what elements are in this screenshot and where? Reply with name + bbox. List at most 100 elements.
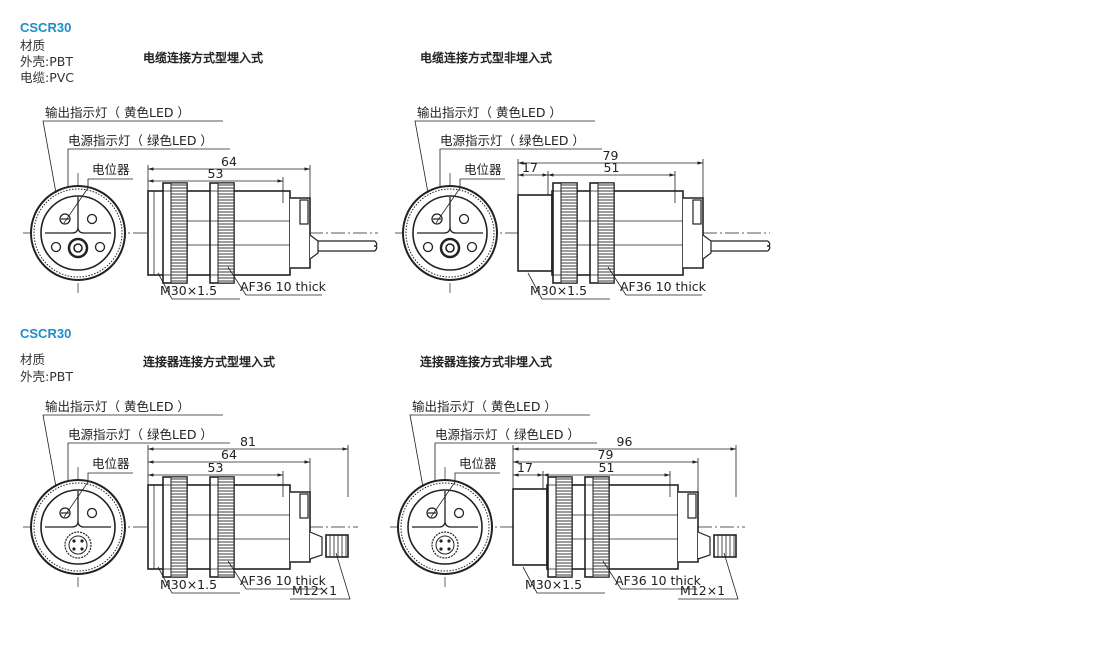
dimension-value: 17 xyxy=(522,160,538,175)
dimension-value: 53 xyxy=(208,460,224,475)
nut-callout: AF36 10 thick xyxy=(615,573,702,588)
indicator-window xyxy=(687,493,697,519)
section-2-model-title: CSCR30 xyxy=(20,326,71,341)
output-led-label: 输出指示灯（ 黄色LED ） xyxy=(412,399,557,414)
face-divider xyxy=(417,197,483,234)
nut-leader xyxy=(602,560,697,590)
output-led-label: 输出指示灯（ 黄色LED ） xyxy=(45,399,190,414)
output-led-leader xyxy=(409,414,590,488)
indicator-window xyxy=(299,199,309,225)
power-led-leader xyxy=(434,442,597,482)
non-embedded-head xyxy=(517,194,553,272)
connector-pin-icon xyxy=(80,539,84,543)
power-led-label: 电源指示灯（ 绿色LED ） xyxy=(68,133,213,148)
cable-break xyxy=(373,240,378,252)
power-led-icon xyxy=(86,213,98,225)
power-led-icon xyxy=(86,507,98,519)
potentiometer-label: 电位器 xyxy=(92,162,130,177)
cable-boot xyxy=(309,234,319,260)
face-thread-ring xyxy=(33,482,123,572)
dimension-value: 51 xyxy=(599,460,615,475)
dimension-value: 51 xyxy=(604,160,620,175)
thread-leader xyxy=(157,272,240,300)
non-embedded-head xyxy=(512,488,548,566)
connector-pin-icon xyxy=(439,539,443,543)
indicator-window xyxy=(299,493,309,519)
nut-leader xyxy=(227,560,322,590)
cable-gland-inner xyxy=(73,243,83,253)
connector-pin-icon xyxy=(72,539,76,543)
dimension-value: 17 xyxy=(517,460,533,475)
cable xyxy=(318,240,375,252)
connector-pin-icon xyxy=(80,547,84,551)
power-led-leader xyxy=(439,148,602,188)
power-led-label: 电源指示灯（ 绿色LED ） xyxy=(440,133,585,148)
connector-pin-icon xyxy=(72,547,76,551)
connector-pin-icon xyxy=(447,547,451,551)
potentiometer-leader xyxy=(63,178,133,224)
nut-callout: AF36 10 thick xyxy=(620,279,707,294)
face-divider xyxy=(45,491,111,528)
panel-2-heading: 电缆连接方式型非埋入式 xyxy=(420,50,552,65)
panel-1-heading: 电缆连接方式型埋入式 xyxy=(143,50,263,65)
output-led-icon xyxy=(422,241,434,253)
power-led-label: 电源指示灯（ 绿色LED ） xyxy=(68,427,213,442)
thread-callout: M30×1.5 xyxy=(530,283,587,298)
thread-callout: M30×1.5 xyxy=(160,577,217,592)
connector-pin-icon xyxy=(439,547,443,551)
nut-callout: AF36 10 thick xyxy=(240,279,327,294)
potentiometer-leader xyxy=(63,472,133,518)
thread-leader xyxy=(157,566,240,594)
cable-boot xyxy=(702,234,712,260)
connector-pin-icon xyxy=(447,539,451,543)
dimension-value: 79 xyxy=(598,447,614,462)
plug-thread-callout: M12×1 xyxy=(680,583,725,598)
connector-neck xyxy=(697,531,711,560)
section-2-material-label: 材质 xyxy=(20,352,45,367)
dimension-value: 64 xyxy=(221,447,237,462)
connector-neck xyxy=(309,531,323,560)
section-1-cable-material: 电缆:PVC xyxy=(20,70,74,85)
section-1-model-title: CSCR30 xyxy=(20,20,71,35)
section-1-material-label: 材质 xyxy=(20,38,45,53)
output-led-icon xyxy=(50,241,62,253)
plug-leader xyxy=(678,552,739,600)
nut-callout: AF36 10 thick xyxy=(240,573,327,588)
face-inner-ring xyxy=(412,195,488,271)
plug-thread-callout: M12×1 xyxy=(292,583,337,598)
indicator-window xyxy=(692,199,702,225)
m12-connector xyxy=(713,534,737,558)
face-inner-ring xyxy=(40,195,116,271)
thread-callout: M30×1.5 xyxy=(525,577,582,592)
output-led-leader xyxy=(414,120,595,194)
cable xyxy=(711,240,768,252)
plug-leader xyxy=(290,552,351,600)
connector-face-inner xyxy=(435,535,455,555)
face-inner-ring xyxy=(40,489,116,565)
power-led-leader xyxy=(67,148,230,188)
cable-gland-inner xyxy=(445,243,455,253)
face-inner-ring xyxy=(407,489,483,565)
cable-break xyxy=(766,240,771,252)
thread-leader xyxy=(527,272,610,300)
face-thread-ring xyxy=(33,188,123,278)
connector-face-inner xyxy=(68,535,88,555)
power-led-label: 电源指示灯（ 绿色LED ） xyxy=(435,427,580,442)
power-led-leader xyxy=(67,442,230,482)
dimension-value: 64 xyxy=(221,154,237,169)
section-1-housing-material: 外壳:PBT xyxy=(20,54,73,69)
dimension-value: 96 xyxy=(617,434,633,449)
dimension-value: 81 xyxy=(240,434,256,449)
output-led-label: 输出指示灯（ 黄色LED ） xyxy=(417,105,562,120)
dimension-value: 53 xyxy=(208,166,224,181)
nut-leader xyxy=(607,266,702,296)
face-thread-ring xyxy=(400,482,490,572)
power-led-icon xyxy=(453,507,465,519)
potentiometer-label: 电位器 xyxy=(464,162,502,177)
led-icon xyxy=(466,241,478,253)
thread-callout: M30×1.5 xyxy=(160,283,217,298)
thread-leader xyxy=(522,566,605,594)
